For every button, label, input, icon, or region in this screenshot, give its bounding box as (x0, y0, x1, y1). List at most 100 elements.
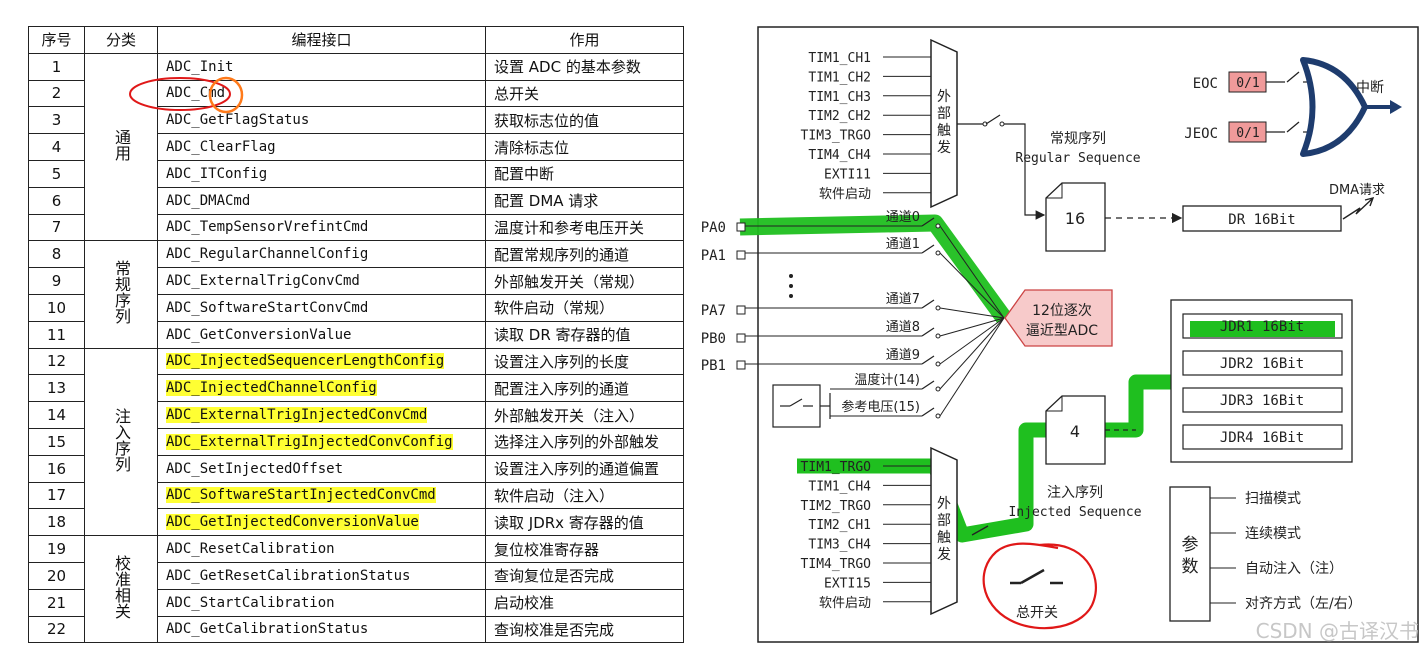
adc-label-2: 逼近型ADC (1026, 323, 1098, 339)
regular-switch-lever (985, 114, 1001, 125)
channel-label: 通道7 (886, 292, 920, 307)
trigger-label: TIM4_CH4 (808, 148, 871, 163)
channel-label: 通道1 (886, 237, 920, 252)
green-highlight-jdr1 (1190, 321, 1335, 337)
injected-seq-en: Injected Sequence (1008, 505, 1141, 520)
trigger-label: TIM1_CH1 (808, 51, 871, 66)
channel-switch (921, 244, 935, 254)
api-name: ADC_ITConfig (166, 165, 268, 182)
dot-1 (789, 274, 793, 278)
purpose-cell: 启动校准 (485, 588, 684, 617)
channel-to-adc (939, 317, 1005, 365)
regular-sequence-box (1045, 182, 1106, 252)
green-highlight-jdr-path (1105, 374, 1171, 438)
jdr-label: JDR2 16Bit (1220, 356, 1304, 372)
pin-terminal (736, 305, 746, 315)
param-label: 对齐方式（左/右） (1245, 596, 1362, 612)
pin-terminal (736, 333, 746, 343)
interrupt-label: 中断 (1356, 80, 1384, 96)
injected-trigger-mux (930, 446, 958, 616)
pin-terminal (736, 222, 746, 232)
purpose-cell: 查询校准是否完成 (485, 615, 684, 644)
pin-label: PA1 (701, 248, 726, 264)
api-cell: ADC_TempSensorVrefintCmd (157, 213, 486, 242)
purpose-cell: 配置常规序列的通道 (485, 240, 684, 269)
api-cell: ADC_GetInjectedConversionValue (157, 508, 486, 537)
row-number: 10 (28, 293, 85, 322)
header-no: 序号 (28, 26, 85, 54)
regular-count: 16 (1065, 209, 1085, 228)
api-cell: ADC_GetConversionValue (157, 320, 486, 349)
api-name: ADC_ResetCalibration (166, 541, 335, 558)
api-name: ADC_RegularChannelConfig (166, 246, 369, 263)
row-number: 13 (28, 374, 85, 403)
regular-sequence-box-fold (1046, 183, 1063, 199)
internal-switch-lever (789, 398, 803, 407)
trigger-label: TIM1_CH4 (808, 479, 871, 494)
api-cell: ADC_InjectedSequencerLengthConfig (157, 347, 486, 376)
category-cell: 常规序列 (84, 240, 158, 349)
eoc-label: EOC (1193, 76, 1218, 92)
api-cell: ADC_DMACmd (157, 186, 486, 215)
interrupt-arrow-head (1390, 100, 1402, 114)
channel-to-adc (939, 317, 1005, 390)
header-category: 分类 (84, 26, 158, 54)
dot-3 (789, 294, 793, 298)
row-number: 12 (28, 347, 85, 376)
api-cell: ADC_StartCalibration (157, 588, 486, 617)
trigger-label: 软件启动 (819, 187, 871, 202)
adc-converter (1004, 289, 1113, 347)
purpose-cell: 软件启动（注入） (485, 481, 684, 510)
header-purpose: 作用 (485, 26, 684, 54)
category-cell: 校准相关 (84, 535, 158, 644)
injected-seq-cn: 注入序列 (1047, 485, 1103, 501)
trigger-label: TIM1_CH2 (808, 70, 871, 85)
channel-contact (935, 386, 941, 392)
main-switch-label: 总开关 (1016, 605, 1058, 621)
category-label: 常规序列 (112, 260, 131, 325)
eoc-flag-value: 0/1 (1236, 76, 1259, 91)
trigger-label: EXTI11 (824, 167, 871, 182)
row-number: 18 (28, 508, 85, 537)
api-cell: ADC_GetCalibrationStatus (157, 615, 486, 644)
trigger-label: TIM3_TRGO (801, 129, 872, 144)
channel-label: 温度计(14) (854, 372, 920, 388)
pin-label: PA7 (701, 303, 726, 319)
input-pins: PA0PA1PA7PB0PB1通道0通道1通道7通道8通道9温度计(14)参考电… (701, 210, 1005, 419)
purpose-cell: 设置注入序列的长度 (485, 347, 684, 376)
purpose-cell: 配置 DMA 请求 (485, 186, 684, 215)
row-number: 15 (28, 427, 85, 456)
purpose-cell: 外部触发开关（注入） (485, 401, 684, 429)
api-cell: ADC_GetResetCalibrationStatus (157, 561, 486, 590)
category-label: 注入序列 (112, 407, 131, 472)
row-number: 4 (28, 133, 85, 161)
channel-switch (921, 380, 935, 390)
api-name: ADC_SetInjectedOffset (166, 460, 344, 477)
purpose-cell: 复位校准寄存器 (485, 535, 684, 563)
eoc-switch-lever (1286, 71, 1300, 83)
api-name: ADC_InjectedChannelConfig (166, 380, 377, 397)
main-switch-lever (1020, 568, 1045, 585)
jdr-register (1182, 350, 1343, 376)
channel-contact (935, 413, 941, 419)
dma-lightning-icon (1342, 198, 1373, 220)
jdr-register (1182, 387, 1343, 413)
jeoc-label: JEOC (1184, 126, 1218, 142)
api-cell: ADC_SoftwareStartInjectedConvCmd (157, 481, 486, 510)
diagram-frame (757, 26, 1419, 643)
